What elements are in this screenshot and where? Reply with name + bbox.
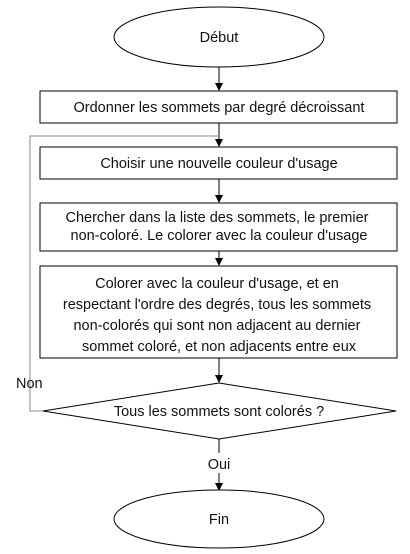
step-color-non-adjacent-line: sommet coloré, et non adjacents entre eu… [82, 339, 357, 355]
step-order-vertices [39, 90, 398, 124]
step-order-vertices-text: Ordonner les sommets par degré décroissa… [74, 100, 365, 116]
decision-all-colored-label: Tous les sommets sont colorés ? [114, 404, 324, 420]
step-color-non-adjacent-line: non-colorés qui sont non adjacent au der… [73, 318, 360, 334]
step-color-non-adjacent-text: Colorer avec la couleur d'usage, et en r… [63, 276, 375, 355]
step-color-non-adjacent [39, 265, 398, 359]
edge-label-no: Non [16, 376, 43, 392]
end-label: Fin [209, 512, 229, 528]
edge-label-yes: Oui [208, 457, 231, 473]
step-search-first-uncolored [39, 202, 398, 252]
step-search-first-uncolored-line: Chercher dans la liste des sommets, le p… [65, 210, 368, 226]
step-search-first-uncolored-text: Chercher dans la liste des sommets, le p… [65, 210, 372, 244]
step-color-non-adjacent-line: Colorer avec la couleur d'usage, et en [95, 276, 339, 292]
step-choose-color-line: Choisir une nouvelle couleur d'usage [100, 156, 337, 172]
step-order-vertices-line: Ordonner les sommets par degré décroissa… [74, 100, 365, 116]
step-choose-color [39, 146, 398, 180]
end-terminal [113, 489, 325, 549]
step-choose-color-text: Choisir une nouvelle couleur d'usage [100, 156, 337, 172]
step-color-non-adjacent-line: respectant l'ordre des degrés, tous les … [63, 297, 371, 313]
edge-label-yes-background [202, 453, 236, 473]
step-search-first-uncolored-line: non-coloré. Le colorer avec la couleur d… [71, 228, 368, 244]
loop-back-no-line [29, 135, 219, 412]
start-label: Début [200, 30, 239, 46]
